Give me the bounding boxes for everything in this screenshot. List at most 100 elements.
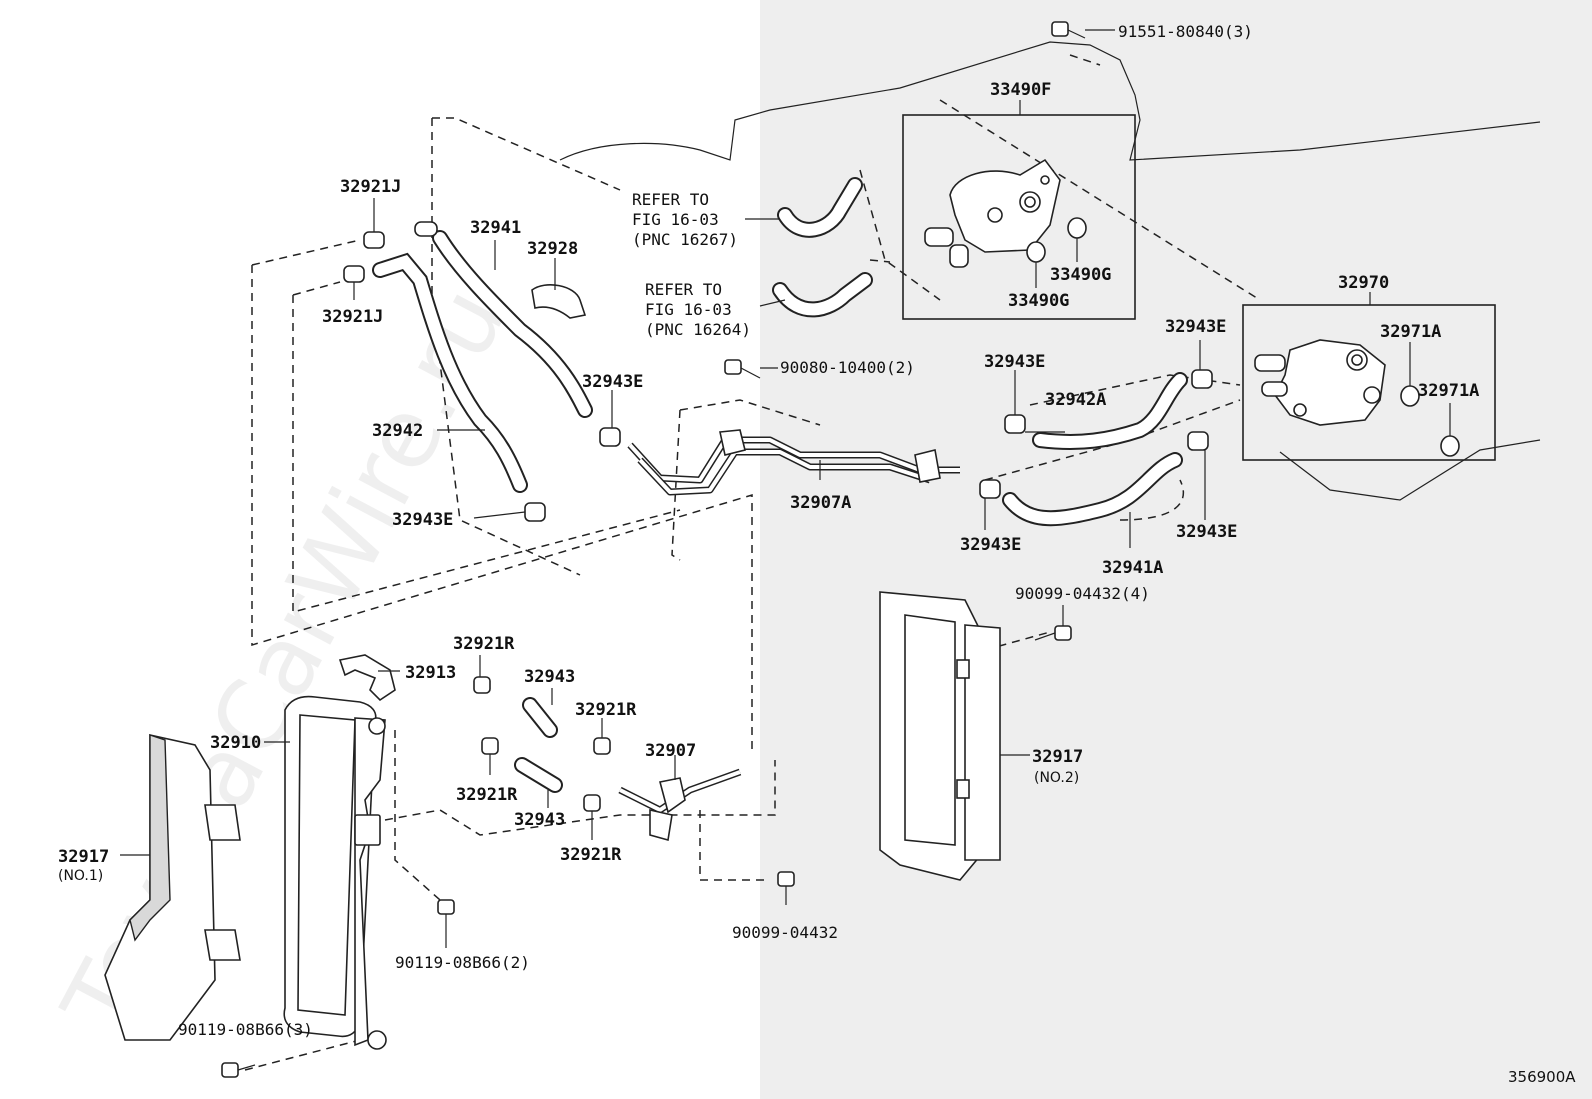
figure-id: 356900A [1508,1068,1576,1086]
engine-outline-lower [1279,439,1541,501]
guide-line-bolt-right [984,631,1051,651]
clamp-32921R-1 [473,676,491,694]
bolt-90080-10400 [724,359,761,379]
clamp-32943E-3 [1004,414,1026,434]
guide-line-hose-right [1119,479,1185,521]
label-32917-no1: 32917 [58,847,109,867]
label-32941: 32941 [470,218,521,238]
label-32917-no1-sub: (NO.1) [58,868,103,884]
clip-32928 [531,284,587,319]
hose-32941 [432,230,593,418]
leaders-lower-clamps [479,655,603,840]
guide-line-33490F [939,54,1261,301]
clamp-32921J-b [343,265,365,283]
label-32943E-2: 32943E [392,510,453,530]
clamp-32943E-5 [979,479,1001,499]
label-90099-04432: 90099-04432 [732,923,838,942]
pipe-32907A [627,429,960,496]
guide-line-left-frame [431,117,621,576]
engine-outline [559,41,1541,161]
hose-32942 [372,252,528,493]
label-32921J-a: 32921J [340,177,401,197]
clamp-32943E-1 [599,427,621,447]
label-32971A-a: 32971A [1380,322,1441,342]
label-32907: 32907 [645,741,696,761]
shaded-background-panel [760,0,1592,1099]
label-32910: 32910 [210,733,261,753]
bolt-90099-04432-4 [1034,625,1072,641]
svg-text:FIG 16-03: FIG 16-03 [645,300,732,319]
label-32943E-6: 32943E [1176,522,1237,542]
label-32907A: 32907A [790,493,851,513]
label-33490F: 33490F [990,80,1051,100]
leaders-upper [353,29,1206,548]
bolt-90119-08B66-2 [437,899,455,930]
hose-32942A [1032,372,1188,450]
svg-text:FIG 16-03: FIG 16-03 [632,210,719,229]
label-32942A: 32942A [1045,390,1106,410]
clamp-32921R-2 [593,737,611,755]
svg-text:REFER TO: REFER TO [632,190,709,209]
oil-cooler-33490F [924,158,1061,268]
label-32941A: 32941A [1102,558,1163,578]
label-32928: 32928 [527,239,578,259]
assembly-box-32970 [1242,304,1496,461]
bracket-32913 [338,654,396,702]
refer-block-16267: REFER TO FIG 16-03 (PNC 16267) [632,190,738,249]
clamp-32943E-2 [524,502,546,522]
label-90099-04432-4: 90099-04432(4) [1015,584,1150,603]
label-32942: 32942 [372,421,423,441]
clamp-32943E-4 [1191,369,1213,389]
label-32943E-5: 32943E [960,535,1021,555]
label-32917-no2: 32917 [1032,747,1083,767]
o-ring-32971A-a [1400,385,1420,407]
label-32921R-1: 32921R [453,634,515,654]
o-ring-33490G-a [1067,217,1087,239]
label-32913: 32913 [405,663,456,683]
hose-32941A [1002,452,1183,527]
pipe-32907 [618,768,742,842]
bolt-90119-08B66-3 [221,1062,256,1078]
guide-line-lower-center [384,760,776,881]
guide-line-center [671,399,821,561]
label-32971A-b: 32971A [1418,381,1479,401]
clamp-32921R-3 [481,737,499,755]
hose-32943-a [522,697,558,738]
svg-text:REFER TO: REFER TO [645,280,722,299]
label-32921R-4: 32921R [560,845,622,865]
label-32943E-1: 32943E [582,372,643,392]
svg-text:(PNC 16267): (PNC 16267) [632,230,738,249]
bolt-91551-80840 [1051,21,1086,39]
o-ring-32971A-b [1440,435,1460,457]
label-32970: 32970 [1338,273,1389,293]
air-duct-32917-no2 [879,591,1001,881]
label-32943-a: 32943 [524,667,575,687]
refer-block-16264: REFER TO FIG 16-03 (PNC 16264) [645,280,751,339]
label-32943E-4: 32943E [1165,317,1226,337]
label-90080-10400: 90080-10400(2) [780,358,915,377]
air-duct-32917-no1 [104,734,241,1041]
label-91551-80840: 91551-80840(3) [1118,22,1253,41]
clamp-32943E-6 [1187,431,1209,451]
label-32921J-b: 32921J [322,307,383,327]
assembly-box-33490F [902,114,1136,320]
hose-end-32921J [414,221,438,237]
valve-32970 [1254,339,1386,426]
hose-32943-b [514,757,563,793]
guide-line-bolt-bottom [244,1039,361,1071]
guide-line-bolt-lower-left [394,730,441,901]
label-32921R-2: 32921R [575,700,637,720]
label-32921R-3: 32921R [456,785,518,805]
label-90119-08B66-2: 90119-08B66(2) [395,953,530,972]
oil-cooler-32910 [283,695,387,1050]
clamp-32921J-a [363,231,385,249]
label-33490G-a: 33490G [1050,265,1111,285]
o-ring-33490G-b [1026,241,1046,263]
clamp-32921R-4 [583,794,601,812]
label-32943-b: 32943 [514,810,565,830]
guide-line-33490F-inner [859,169,941,301]
label-32943E-3: 32943E [984,352,1045,372]
label-32917-no2-sub: (NO.2) [1034,770,1079,786]
bolt-90099-04432 [777,871,795,905]
